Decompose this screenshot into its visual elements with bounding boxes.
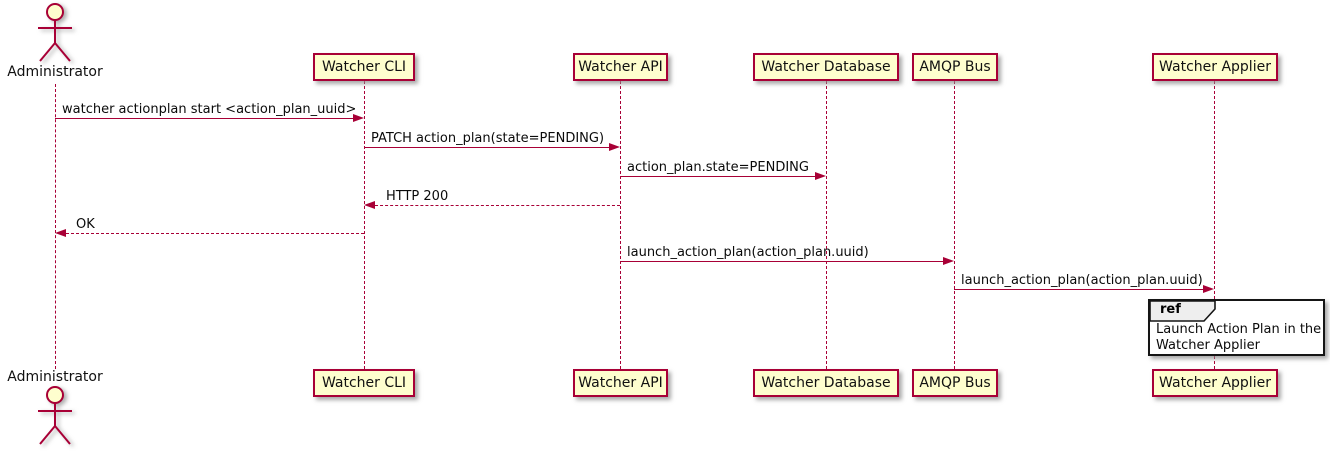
message-label: HTTP 200: [386, 189, 449, 204]
lifeline-watcher-database: [826, 81, 827, 369]
participant-watcher-cli-bottom: Watcher CLI: [313, 369, 415, 397]
ref-keyword: ref: [1160, 302, 1181, 317]
message-line: [620, 261, 943, 262]
participant-watcher-api-top: Watcher API: [573, 53, 668, 81]
arrowhead-icon: [353, 114, 364, 122]
participant-label: Watcher Applier: [1159, 375, 1271, 391]
participant-label: AMQP Bus: [919, 375, 991, 391]
participant-watcher-api-bottom: Watcher API: [573, 369, 668, 397]
participant-label: Watcher CLI: [321, 59, 407, 75]
lifeline-administrator: [55, 84, 56, 369]
message-label: launch_action_plan(action_plan.uuid): [627, 245, 869, 260]
ref-fragment: ref Launch Action Plan in the Watcher Ap…: [1148, 299, 1325, 356]
participant-amqp-bus-top: AMQP Bus: [912, 53, 998, 81]
message-label: OK: [76, 217, 95, 232]
ref-text-line2: Watcher Applier: [1156, 338, 1260, 353]
ref-text-line1: Launch Action Plan in the: [1156, 322, 1322, 337]
message-line: [620, 176, 815, 177]
participant-label: AMQP Bus: [919, 59, 991, 75]
arrowhead-icon: [609, 143, 620, 151]
message-label: PATCH action_plan(state=PENDING): [371, 131, 605, 146]
arrowhead-icon: [364, 201, 375, 209]
participant-amqp-bus-bottom: AMQP Bus: [912, 369, 998, 397]
message-line: [375, 205, 620, 206]
message-line: [364, 147, 609, 148]
participant-watcher-applier-top: Watcher Applier: [1152, 53, 1278, 81]
arrowhead-icon: [815, 172, 826, 180]
ref-tab-shape: [1149, 300, 1216, 322]
participant-label: Watcher Database: [761, 59, 891, 75]
lifeline-watcher-cli: [364, 81, 365, 369]
participant-watcher-database-bottom: Watcher Database: [753, 369, 899, 397]
arrowhead-icon: [1203, 285, 1214, 293]
message-line: [66, 233, 364, 234]
arrowhead-icon: [55, 229, 66, 237]
ref-text: Launch Action Plan in the Watcher Applie…: [1156, 322, 1321, 354]
participant-watcher-database-top: Watcher Database: [753, 53, 899, 81]
participant-label: Watcher Applier: [1159, 59, 1271, 75]
message-line: [954, 289, 1203, 290]
participant-label: Watcher API: [578, 375, 663, 391]
arrowhead-icon: [943, 257, 954, 265]
actor-label-bottom: Administrator: [7, 369, 103, 385]
participant-label: Watcher Database: [761, 375, 891, 391]
participant-label: Watcher API: [578, 59, 663, 75]
participant-watcher-cli-top: Watcher CLI: [313, 53, 415, 81]
actor-icon: [38, 386, 72, 445]
message-label: launch_action_plan(action_plan.uuid): [961, 273, 1203, 288]
message-line: [55, 118, 354, 119]
message-label: watcher actionplan start <action_plan_uu…: [62, 102, 357, 117]
lifeline-amqp-bus: [954, 81, 955, 369]
actor-label-top: Administrator: [7, 64, 103, 80]
actor-icon: [38, 3, 72, 62]
lifeline-watcher-applier: [1214, 81, 1215, 369]
participant-watcher-applier-bottom: Watcher Applier: [1152, 369, 1278, 397]
participant-label: Watcher CLI: [321, 375, 407, 391]
lifeline-watcher-api: [620, 81, 621, 369]
message-label: action_plan.state=PENDING: [627, 160, 809, 175]
